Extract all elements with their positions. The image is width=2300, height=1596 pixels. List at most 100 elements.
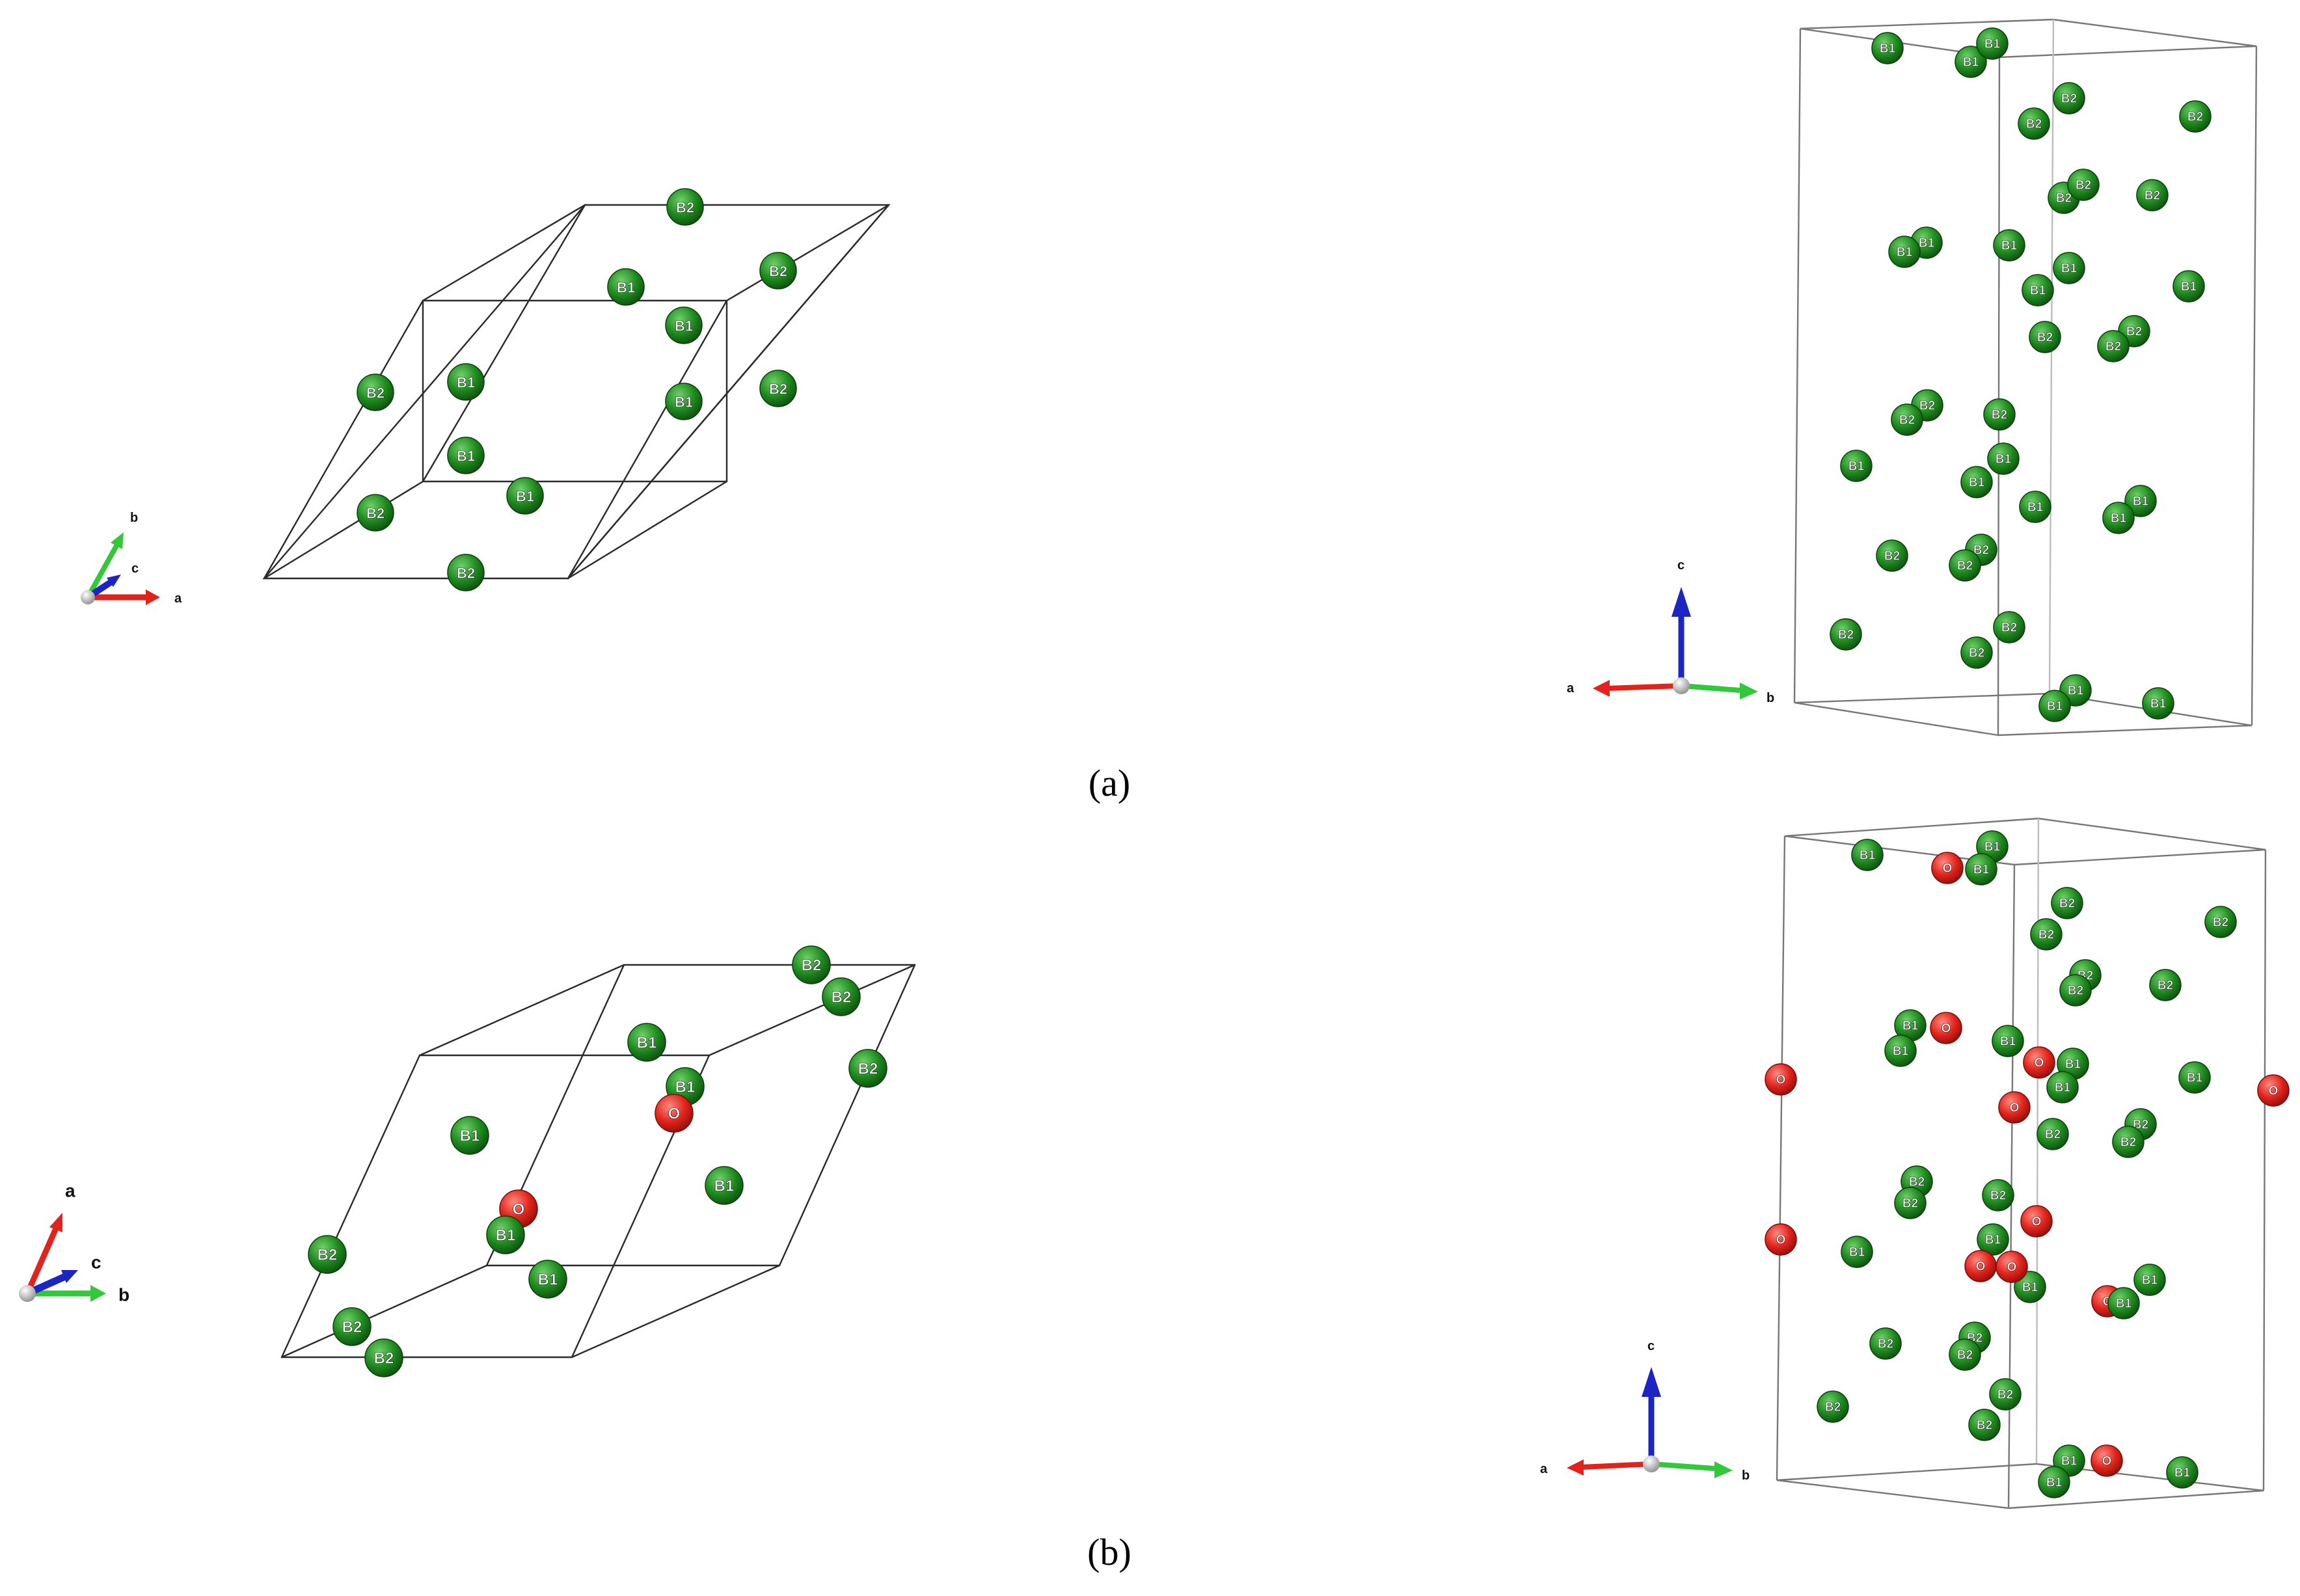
atom-label: B1 bbox=[1893, 1045, 1909, 1059]
atom-label: O bbox=[2269, 1085, 2279, 1098]
axis-b-arrowhead bbox=[1740, 683, 1758, 699]
axis-a-arrowhead bbox=[1593, 680, 1610, 697]
oxygen-atom: O bbox=[2090, 1444, 2123, 1477]
axis-b-arrowhead bbox=[1714, 1461, 1733, 1478]
atom-sphere bbox=[1869, 1327, 1902, 1360]
boron-atom: B1 bbox=[1851, 839, 1884, 871]
boron-atom: B1 bbox=[1976, 27, 2009, 60]
boron-atom: B2 bbox=[2179, 100, 2212, 133]
boron-atom: B2 bbox=[1960, 636, 1993, 669]
atom-sphere bbox=[1949, 549, 1981, 582]
boron-atom: B2 bbox=[1982, 1179, 2014, 1211]
oxygen-atom: O bbox=[1998, 1091, 2031, 1124]
boron-atom: B2 bbox=[364, 1338, 403, 1377]
unit-cell-edges bbox=[262, 204, 891, 580]
atom-sphere bbox=[2166, 1456, 2199, 1489]
atom-sphere bbox=[2059, 974, 2092, 1007]
boron-atom: B1 bbox=[2142, 687, 2174, 720]
atom-sphere bbox=[2142, 687, 2174, 720]
atom-label: B1 bbox=[2061, 262, 2077, 276]
atom-sphere bbox=[1841, 1236, 1873, 1268]
boron-atom: B2 bbox=[357, 373, 394, 411]
atom-sphere bbox=[759, 252, 797, 290]
atom-sphere bbox=[792, 945, 831, 984]
oxygen-atom: O bbox=[1931, 852, 1964, 884]
boron-atom: B2 bbox=[357, 494, 394, 532]
atom-sphere bbox=[2038, 690, 2071, 722]
atom-sphere bbox=[2046, 1071, 2079, 1103]
boron-atom: B1 bbox=[705, 1166, 744, 1205]
atom-sphere bbox=[1840, 450, 1873, 482]
atom-sphere bbox=[1949, 1338, 1981, 1371]
atom-sphere bbox=[1992, 1025, 2024, 1057]
atom-label: B2 bbox=[858, 1061, 878, 1078]
atom-label: B1 bbox=[2001, 239, 2018, 253]
atom-label: B2 bbox=[1909, 1176, 1925, 1189]
atom-label: O bbox=[1976, 1260, 1986, 1274]
atom-label: B2 bbox=[2076, 179, 2091, 193]
atom-label: O bbox=[2010, 1102, 2020, 1115]
boron-atom: B2 bbox=[332, 1307, 372, 1346]
atom-label: B2 bbox=[2045, 1128, 2061, 1142]
atom-label: B1 bbox=[1984, 38, 2001, 51]
atom-sphere bbox=[1891, 403, 1923, 436]
atom-sphere bbox=[1894, 1187, 1927, 1219]
boron-atom: B2 bbox=[666, 188, 704, 226]
atom-sphere bbox=[308, 1235, 347, 1274]
atom-label: B1 bbox=[460, 1128, 480, 1145]
atom-sphere bbox=[1930, 1012, 1962, 1044]
atom-label: B1 bbox=[714, 1178, 735, 1195]
boron-atom: B1 bbox=[447, 363, 485, 401]
axis-origin bbox=[19, 1285, 36, 1302]
atom-sphere bbox=[1830, 618, 1862, 651]
axis-a-arrow bbox=[24, 1227, 59, 1295]
axes-triad: a b c bbox=[1567, 558, 1774, 705]
atom-label: B2 bbox=[832, 989, 852, 1007]
caption-panel-b: (b) bbox=[1087, 1531, 1131, 1573]
atom-label: B1 bbox=[2046, 1476, 2063, 1490]
atom-sphere bbox=[1989, 1378, 2022, 1411]
atom-label: B2 bbox=[318, 1247, 338, 1264]
atom-label: B2 bbox=[769, 264, 787, 280]
atom-sphere bbox=[447, 554, 485, 591]
atom-label: B2 bbox=[1825, 1401, 1841, 1414]
atom-label: B1 bbox=[2133, 495, 2149, 509]
boron-atom: B1 bbox=[2014, 1271, 2046, 1303]
atom-sphere bbox=[705, 1166, 744, 1205]
boron-atom: B1 bbox=[486, 1215, 525, 1254]
atom-sphere bbox=[1993, 229, 2025, 262]
boron-atom: B1 bbox=[2102, 502, 2135, 534]
oxygen-atom: O bbox=[2020, 1205, 2053, 1238]
boron-atom: B2 bbox=[1958, 1321, 1991, 1354]
boron-atom: B2 bbox=[2036, 1118, 2069, 1150]
boron-atom: B1 bbox=[450, 1116, 489, 1155]
unit-cell-edges bbox=[280, 964, 916, 1359]
atom-label: O bbox=[1776, 1234, 1786, 1247]
atom-sphere bbox=[1982, 1179, 2014, 1211]
boron-atom: B1 bbox=[2107, 1287, 2140, 1319]
boron-atom: B1 bbox=[1987, 442, 2020, 475]
boron-atom: B2 bbox=[1891, 403, 1923, 436]
atom-label: B2 bbox=[1957, 1349, 1973, 1362]
atom-label: B1 bbox=[675, 318, 693, 334]
atom-sphere bbox=[1998, 1091, 2031, 1124]
atom-label: B2 bbox=[457, 565, 475, 582]
atom-label: B1 bbox=[538, 1271, 558, 1289]
atom-sphere bbox=[2090, 1444, 2123, 1477]
atom-sphere bbox=[2023, 1046, 2055, 1079]
atom-label: B1 bbox=[516, 489, 534, 505]
atom-sphere bbox=[1871, 32, 1904, 64]
boron-atom: B2 bbox=[2136, 179, 2169, 211]
atom-label: B1 bbox=[1860, 849, 1876, 863]
atom-sphere bbox=[1968, 1409, 2001, 1441]
boron-atom: B1 bbox=[2124, 485, 2157, 517]
boron-atom: B2 bbox=[1993, 611, 2025, 643]
atom-label: B1 bbox=[2022, 1281, 2038, 1295]
atom-label: B2 bbox=[1838, 629, 1854, 642]
atom-label: B1 bbox=[2174, 1467, 2191, 1480]
atom-label: B1 bbox=[1902, 1020, 1919, 1033]
axis-a-arrow bbox=[1606, 683, 1682, 691]
atom-label: B2 bbox=[2038, 928, 2054, 942]
boron-atom: B2 bbox=[2018, 107, 2050, 140]
